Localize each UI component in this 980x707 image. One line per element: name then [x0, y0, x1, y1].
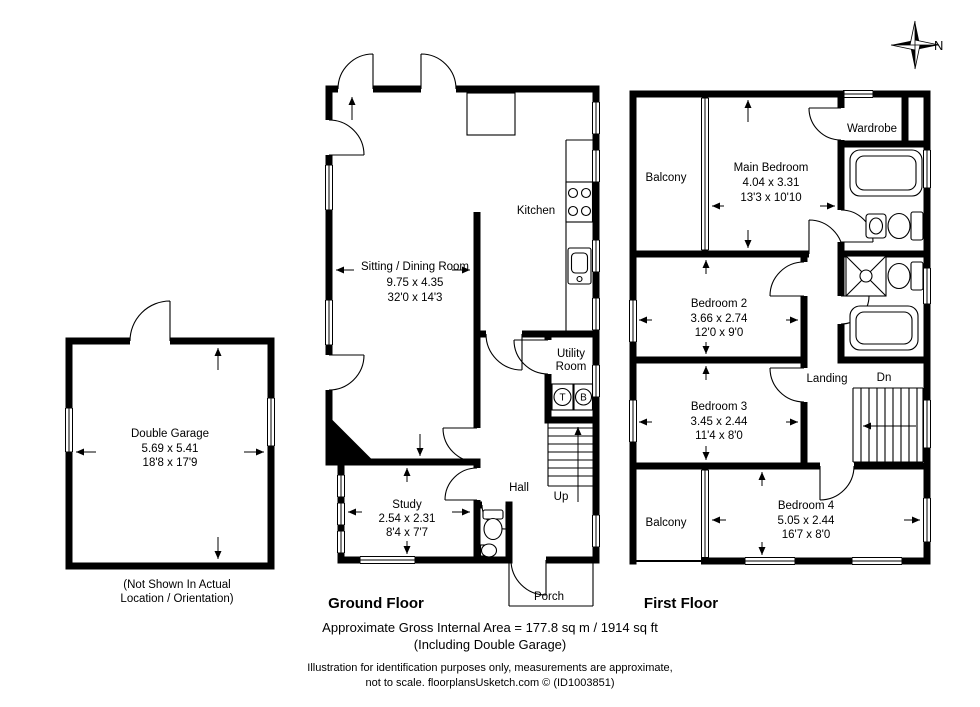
- first-floor-plan: Balcony Main Bedroom 4.04 x 3.31 13'3 x …: [629, 90, 931, 612]
- bedroom3-dim-metric: 3.45 x 2.44: [691, 416, 749, 428]
- stairs-down: [852, 387, 924, 463]
- garage-note-line1: (Not Shown In Actual: [123, 579, 230, 591]
- sitting-room-dim-metric: 9.75 x 4.35: [387, 277, 444, 289]
- porch-label: Porch: [534, 591, 564, 603]
- bedroom4-dim-imperial: 16'7 x 8'0: [782, 529, 831, 541]
- main-bedroom-dim-imperial: 13'3 x 10'10: [740, 192, 801, 204]
- compass-north-label: N: [934, 38, 943, 53]
- garage-dim-arrows: [76, 348, 264, 559]
- study-label: Study: [392, 499, 422, 511]
- wc-sink-icon: [479, 543, 498, 558]
- first-floor-dim-arrows: [639, 100, 920, 555]
- garage-name-label: Double Garage: [131, 428, 209, 440]
- stairs-up: [547, 423, 593, 502]
- tank-label: T: [559, 393, 565, 404]
- stairs-up-label: Up: [554, 491, 569, 503]
- garage-plan: Double Garage 5.69 x 5.41 18'8 x 17'9 (N…: [65, 300, 275, 605]
- kitchen-label: Kitchen: [517, 205, 555, 217]
- footer-area-line1: Approximate Gross Internal Area = 177.8 …: [322, 620, 658, 635]
- footer-area-line2: (Including Double Garage): [414, 637, 566, 652]
- utility-label-line2: Room: [556, 361, 587, 373]
- wc-toilet-icon: [482, 509, 504, 541]
- boiler-label: B: [580, 393, 587, 404]
- ground-floor-plan: T B Sitting / Dining Room 9.75 x: [325, 53, 600, 612]
- sitting-room-label: Sitting / Dining Room: [361, 261, 469, 273]
- bedroom2-dim-metric: 3.66 x 2.74: [691, 313, 749, 325]
- garage-walls: [65, 337, 275, 570]
- ground-floor-dim-arrows: [336, 97, 470, 554]
- balcony-top-label: Balcony: [646, 172, 687, 184]
- kitchen-counter-icon: [466, 92, 593, 333]
- kitchen-sink-icon: [567, 247, 592, 285]
- study-dim-imperial: 8'4 x 7'7: [386, 527, 428, 539]
- garage-dim-imperial-label: 18'8 x 17'9: [143, 457, 198, 469]
- bedroom4-label: Bedroom 4: [778, 500, 835, 512]
- bathtub-icon-2: [849, 305, 919, 351]
- porch-outline: [508, 563, 594, 607]
- toilet-icon-2: [887, 261, 924, 291]
- bedroom3-label: Bedroom 3: [691, 401, 747, 413]
- bathtub-icon: [849, 149, 923, 197]
- chimney-breast: [332, 420, 371, 459]
- bedroom2-dim-imperial: 12'0 x 9'0: [695, 327, 744, 339]
- garage-windows: [65, 397, 275, 453]
- shower-icon: [845, 255, 887, 297]
- ground-floor-walls: [325, 85, 600, 564]
- ground-floor-windows: [325, 101, 600, 564]
- study-dim-metric: 2.54 x 2.31: [379, 513, 436, 525]
- sitting-room-dim-imperial: 32'0 x 14'3: [388, 292, 443, 304]
- compass-icon: N: [890, 20, 943, 70]
- ground-floor-title: Ground Floor: [328, 595, 424, 612]
- first-floor-title: First Floor: [644, 595, 718, 612]
- hall-label: Hall: [509, 482, 529, 494]
- garage-door-arc: [129, 300, 171, 342]
- footer-disclaimer-line2: not to scale. floorplansUsketch.com © (I…: [365, 677, 614, 689]
- footer: Approximate Gross Internal Area = 177.8 …: [307, 620, 672, 689]
- utility-appliances: T B: [551, 383, 594, 411]
- wardrobe-label: Wardrobe: [847, 123, 897, 135]
- garage-note-line2: Location / Orientation): [120, 593, 233, 605]
- garage-dim-metric-label: 5.69 x 5.41: [142, 443, 199, 455]
- bedroom3-dim-imperial: 11'4 x 8'0: [695, 430, 743, 442]
- hob-icon: [565, 181, 594, 223]
- bathroom-sink-icon: [865, 213, 887, 239]
- main-bedroom-label: Main Bedroom: [734, 162, 809, 174]
- balcony-bottom-label: Balcony: [646, 517, 687, 529]
- bedroom2-label: Bedroom 2: [691, 298, 747, 310]
- toilet-icon: [887, 211, 924, 241]
- first-floor-walls: [629, 90, 931, 565]
- landing-label: Landing: [807, 373, 848, 385]
- footer-disclaimer-line1: Illustration for identification purposes…: [307, 662, 672, 674]
- stairs-down-label: Dn: [877, 372, 892, 384]
- utility-label-line1: Utility: [557, 348, 585, 360]
- main-bedroom-dim-metric: 4.04 x 3.31: [743, 177, 800, 189]
- bedroom4-dim-metric: 5.05 x 2.44: [778, 515, 836, 527]
